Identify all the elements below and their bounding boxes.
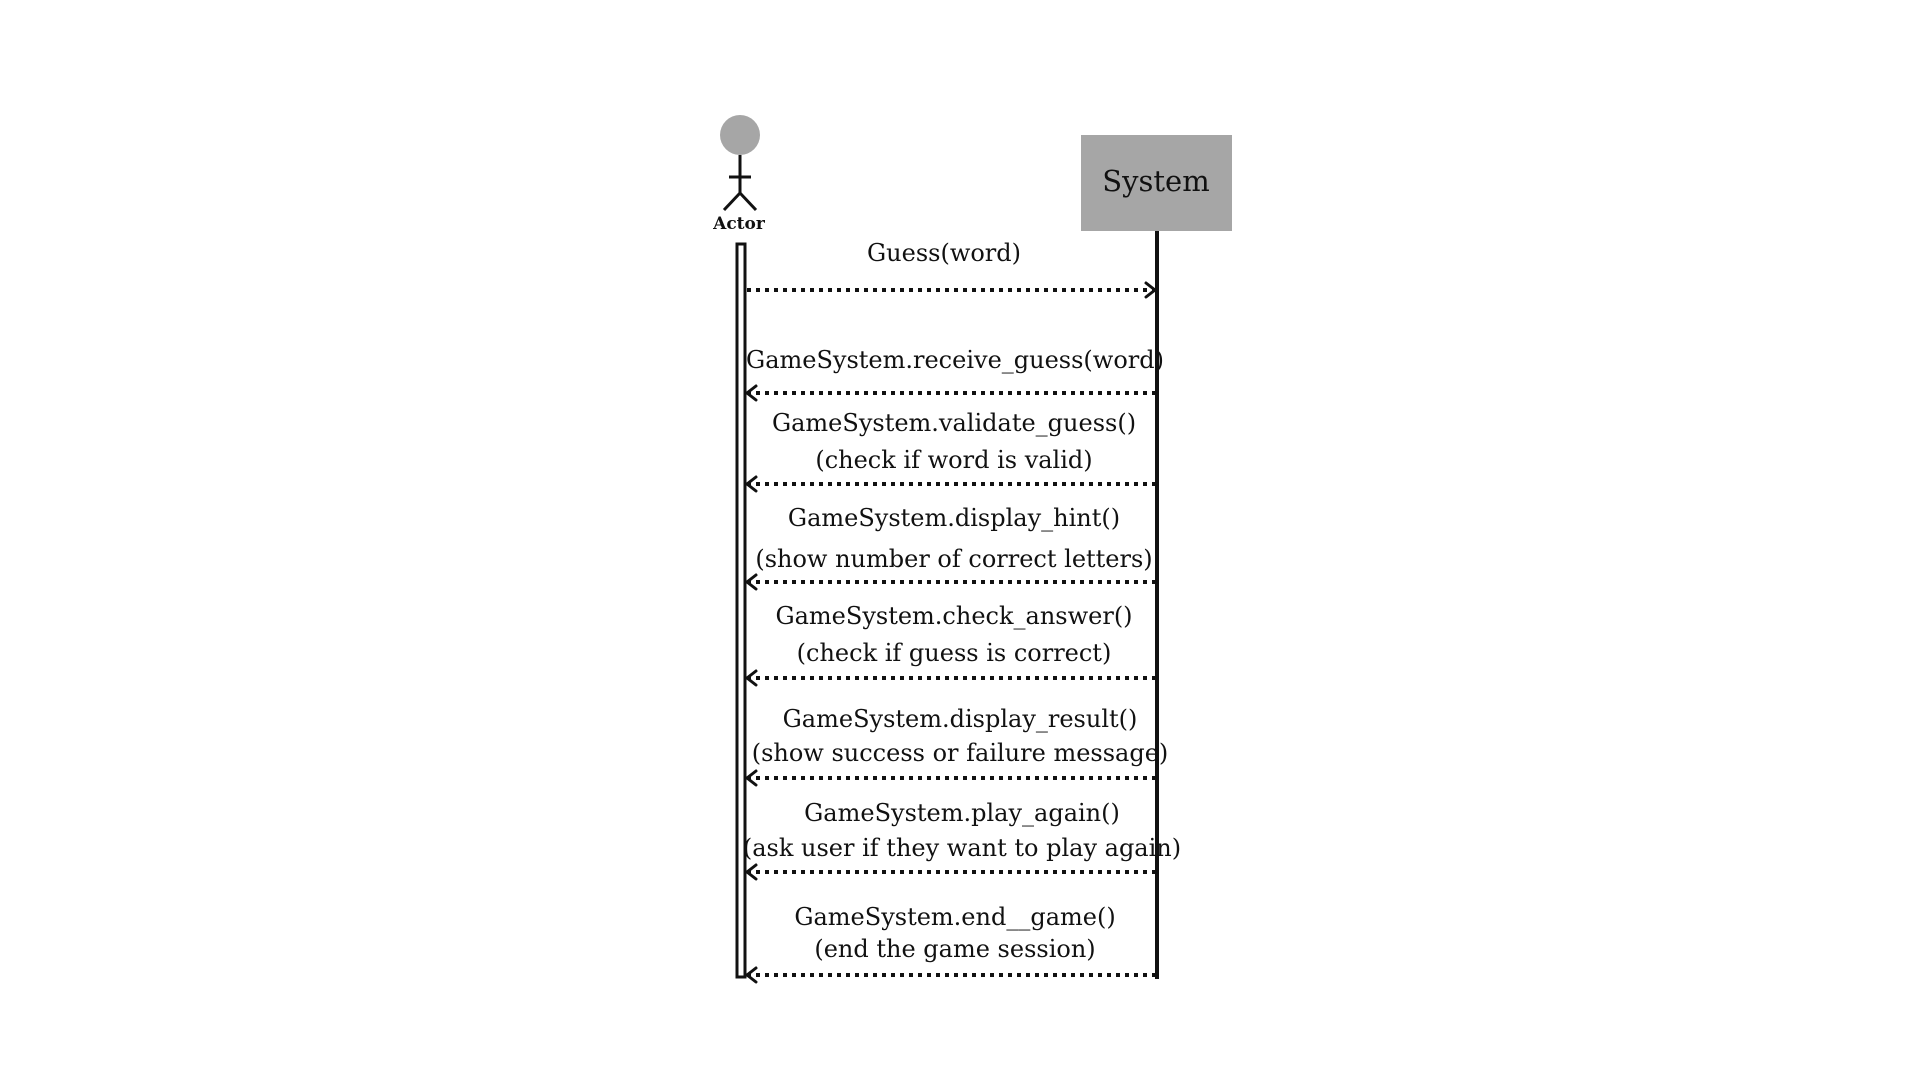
message-3: GameSystem.validate_guess() (check if wor… — [745, 409, 1155, 493]
message-note: (check if guess is correct) — [797, 639, 1112, 667]
actor-right-leg — [738, 191, 758, 212]
message-note: (end the game session) — [814, 935, 1095, 963]
message-note: (ask user if they want to play again) — [743, 834, 1181, 862]
actor-left-leg — [722, 191, 742, 212]
messages-group: Guess(word) GameSystem.receive_guess(word… — [743, 239, 1181, 984]
message-5: GameSystem.check_answer() (check if guess… — [745, 602, 1155, 687]
message-label: GameSystem.end__game() — [794, 903, 1115, 931]
message-1: Guess(word) — [747, 239, 1157, 299]
message-6: GameSystem.display_result() (show success… — [745, 705, 1169, 787]
message-4: GameSystem.display_hint() (show number of… — [745, 504, 1155, 591]
arrowhead-icon — [745, 475, 758, 493]
message-label: GameSystem.validate_guess() — [772, 409, 1136, 437]
message-7: GameSystem.play_again() (ask user if they… — [743, 799, 1181, 881]
message-8: GameSystem.end__game() (end the game sess… — [745, 903, 1155, 984]
actor-activation-bar — [735, 242, 747, 979]
message-label: GameSystem.receive_guess(word) — [746, 346, 1164, 374]
message-label: GameSystem.display_hint() — [788, 504, 1120, 532]
message-label: GameSystem.display_result() — [783, 705, 1138, 733]
arrowhead-icon — [745, 669, 758, 687]
system-box — [1081, 135, 1232, 231]
message-label: Guess(word) — [867, 239, 1021, 267]
arrowhead-icon — [745, 573, 758, 591]
system-label: System — [1102, 164, 1209, 198]
arrowhead-icon — [1144, 281, 1157, 299]
arrowhead-icon — [745, 384, 758, 402]
message-label: GameSystem.check_answer() — [775, 602, 1132, 630]
message-note: (check if word is valid) — [815, 446, 1092, 474]
message-note: (show number of correct letters) — [755, 545, 1152, 573]
message-2: GameSystem.receive_guess(word) — [745, 346, 1164, 402]
arrowhead-icon — [745, 966, 758, 984]
actor-participant: Actor — [712, 115, 766, 234]
arrowhead-icon — [745, 863, 758, 881]
message-label: GameSystem.play_again() — [804, 799, 1120, 827]
message-note: (show success or failure message) — [752, 739, 1169, 767]
arrowhead-icon — [745, 769, 758, 787]
system-participant: System — [1081, 135, 1232, 231]
actor-label: Actor — [712, 214, 766, 234]
actor-head-icon — [720, 115, 760, 155]
